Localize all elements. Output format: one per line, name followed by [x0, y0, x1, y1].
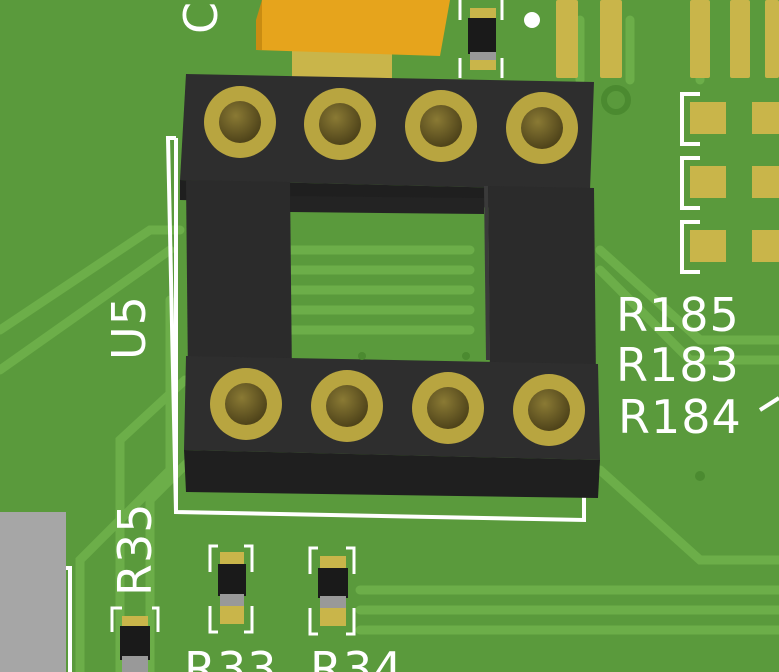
- capacitor-body: [256, 0, 450, 80]
- edge-pads: [556, 0, 779, 78]
- via: [462, 352, 470, 360]
- pin1-marker: [524, 12, 540, 28]
- label-r33: R33: [184, 642, 278, 672]
- via: [695, 471, 705, 481]
- ic-socket-u5: [180, 74, 600, 498]
- grey-component: [0, 512, 66, 672]
- label-r185: R185: [616, 288, 740, 342]
- resistor-pads-r183-r185: [680, 92, 779, 412]
- label-u5: U5: [102, 295, 156, 360]
- socket-pins-bottom-row: [210, 368, 585, 446]
- grey-component-silk: [66, 566, 72, 672]
- socket-pins-top-row: [204, 86, 578, 164]
- label-r184: R184: [618, 390, 742, 444]
- label-r183: R183: [616, 338, 740, 392]
- label-c-partial: C: [174, 0, 228, 34]
- via: [601, 85, 631, 115]
- smd-resistor-r33: [208, 544, 254, 634]
- smd-resistor-top: [458, 0, 504, 78]
- label-r35: R35: [108, 502, 162, 597]
- label-r34: R34: [310, 642, 404, 672]
- u5-silkscreen-outline: [165, 136, 586, 523]
- smd-resistor-r34: [308, 546, 356, 636]
- via: [358, 352, 366, 360]
- smd-resistor-r35: [110, 606, 160, 672]
